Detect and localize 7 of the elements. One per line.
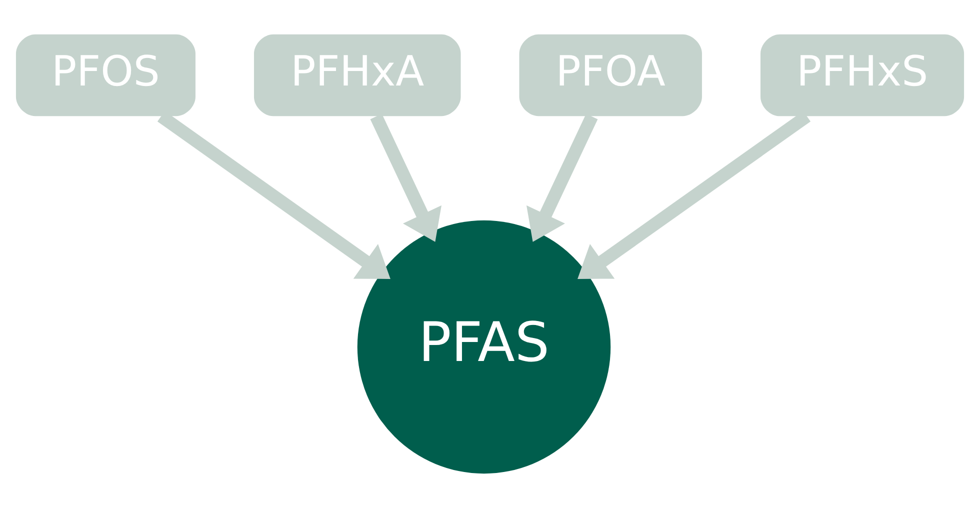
node-circle: PFAS — [356, 220, 610, 474]
arrow — [526, 113, 598, 242]
node-box: PFOA — [518, 34, 702, 116]
node-box: PFOS — [15, 34, 195, 116]
node-box: PFHxS — [760, 34, 964, 116]
node-box: PFHxA — [253, 34, 460, 116]
arrow — [370, 113, 441, 242]
